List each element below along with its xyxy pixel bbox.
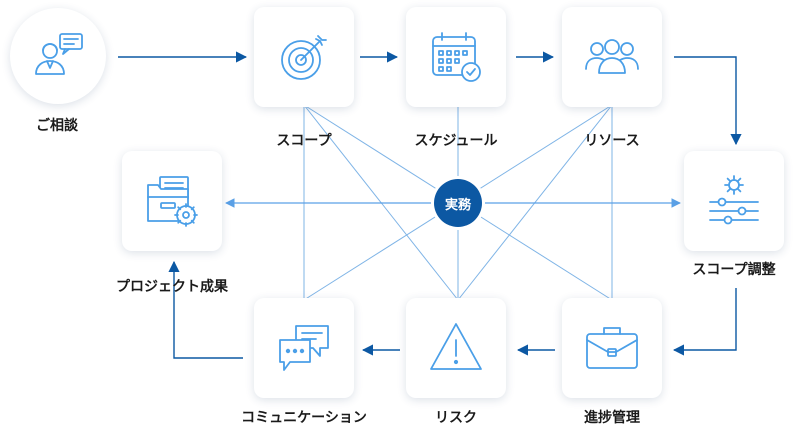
communication-label: コミュニケーション bbox=[241, 410, 367, 426]
person-chat-icon bbox=[35, 33, 83, 75]
scope-label: スコープ bbox=[276, 133, 332, 149]
arrow-communication-to-deliverables bbox=[168, 260, 243, 359]
warning-icon bbox=[430, 323, 482, 370]
scope-node[interactable] bbox=[254, 7, 354, 107]
schedule-node[interactable] bbox=[406, 7, 506, 107]
resources-label: リソース bbox=[584, 133, 640, 149]
schedule-label: スケジュール bbox=[414, 133, 498, 149]
scope-adjustment-label: スコープ調整 bbox=[692, 262, 776, 278]
progress-management-label: 進捗管理 bbox=[584, 410, 640, 426]
resources-node[interactable] bbox=[562, 7, 662, 107]
briefcase-icon bbox=[586, 327, 638, 369]
scope-adjustment-node[interactable] bbox=[684, 151, 784, 251]
project-deliverables-label: プロジェクト成果 bbox=[116, 279, 228, 295]
project-deliverables-node[interactable] bbox=[122, 151, 222, 251]
chat-bubbles-icon bbox=[279, 325, 329, 371]
target-icon bbox=[281, 35, 327, 80]
risk-label: リスク bbox=[435, 410, 477, 426]
hub-label: 実務 bbox=[444, 197, 471, 213]
arrow-resources-to-scope-adjustment bbox=[674, 56, 742, 146]
team-icon bbox=[585, 39, 639, 74]
arrow-scope-adjustment-to-progress bbox=[672, 288, 737, 356]
hub-node[interactable]: 実務 bbox=[434, 179, 482, 227]
folder-gear-icon bbox=[147, 176, 198, 227]
flow-arrows bbox=[118, 51, 742, 359]
risk-node[interactable] bbox=[406, 298, 506, 398]
communication-node[interactable] bbox=[254, 298, 354, 398]
calendar-check-icon bbox=[432, 32, 481, 82]
consultation-node[interactable] bbox=[10, 8, 106, 104]
gear-sliders-icon bbox=[709, 175, 759, 225]
consultation-label: ご相談 bbox=[36, 118, 78, 134]
progress-management-node[interactable] bbox=[562, 298, 662, 398]
